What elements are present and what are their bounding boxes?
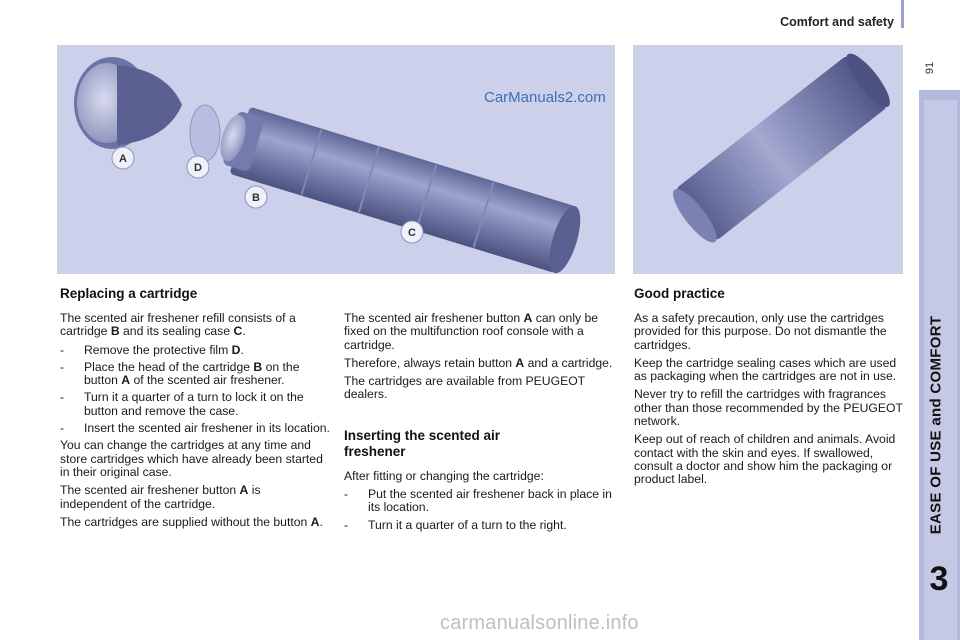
list-item-text: Place the head of the cartridge B on the…: [84, 359, 330, 388]
text: The cartridges are supplied without the …: [60, 514, 311, 529]
cartridge-illustration: A D B C: [57, 45, 615, 274]
svg-text:C: C: [408, 227, 416, 239]
text: of the scented air freshener.: [130, 373, 285, 388]
list-item-text: Put the scented air freshener back in pl…: [368, 487, 612, 515]
ref-b: B: [110, 324, 120, 339]
text: Therefore, always retain button: [344, 355, 516, 370]
paragraph-refill: The scented air freshener refill consist…: [60, 311, 330, 339]
bullet-dash: -: [344, 487, 349, 502]
text: can only be fixed on the multifunction r…: [344, 311, 599, 352]
text: Remove the protective film: [84, 342, 232, 357]
chapter-title-text: EASE OF USE and COMFORT: [927, 315, 945, 535]
column-replacing: Replacing a cartridge The scented air fr…: [60, 286, 330, 534]
paragraph-supplied: The cartridges are supplied without the …: [60, 514, 330, 529]
text: The scented air freshener button: [344, 311, 524, 325]
footer-watermark: carmanualsonline.info: [440, 612, 639, 634]
list-item-text: Turn it a quarter of a turn to the right…: [368, 517, 567, 532]
ref-b: B: [253, 359, 263, 374]
header-divider: [901, 0, 904, 28]
label-c-badge: C: [400, 220, 424, 244]
paragraph-retain: Therefore, always retain button A and a …: [344, 355, 616, 370]
paragraph-no-refill: Never try to refill the cartridges with …: [634, 387, 903, 429]
text: and its sealing case: [119, 324, 234, 339]
column-good-practice: Good practice As a safety precaution, on…: [634, 286, 906, 492]
heading-good-practice: Good practice: [634, 286, 725, 301]
paragraph-after-fitting: After fitting or changing the cartridge:: [344, 468, 544, 483]
text: on the button: [84, 359, 300, 388]
list-item-text: Turn it a quarter of a turn to lock it o…: [84, 390, 304, 418]
svg-text:D: D: [194, 162, 202, 174]
paragraph-independent: The scented air freshener button A is in…: [60, 484, 330, 511]
bullet-dash: -: [60, 421, 65, 436]
text: .: [242, 324, 246, 339]
label-a-badge: A: [111, 146, 135, 170]
list-item-text: Insert the scented air freshener in its …: [84, 421, 330, 436]
text: The scented air freshener button: [60, 483, 240, 498]
text: The scented air freshener refill consist…: [60, 311, 296, 339]
ref-a: A: [515, 355, 525, 370]
list-item: - Turn it a quarter of a turn to lock it …: [60, 391, 330, 418]
bullet-dash: -: [344, 517, 349, 532]
page-number: 91: [924, 61, 937, 75]
svg-text:B: B: [252, 192, 260, 204]
list-item-text: Remove the protective film D.: [84, 342, 330, 357]
ref-a: A: [310, 514, 320, 529]
paragraph-change: You can change the cartridges at any tim…: [60, 438, 323, 479]
paragraph-keep-cases: Keep the cartridge sealing cases which a…: [634, 355, 897, 384]
bullet-dash: -: [60, 342, 65, 357]
page-header-title: Comfort and safety: [780, 15, 894, 29]
text: .: [319, 514, 323, 529]
bullet-dash: -: [60, 359, 65, 374]
ref-a: A: [523, 311, 533, 325]
text: and a cartridge.: [524, 355, 613, 370]
svg-text:A: A: [119, 153, 127, 165]
sealing-case-drawing: [672, 53, 890, 243]
ref-c: C: [233, 324, 243, 339]
ref-a: A: [239, 483, 249, 498]
chapter-title: EASE OF USE and COMFORT: [906, 300, 960, 550]
label-d-badge: D: [186, 155, 210, 179]
paragraph-button-fixed: The scented air freshener button A can o…: [344, 311, 616, 352]
sealing-case-illustration: [633, 45, 903, 274]
label-b-badge: B: [244, 185, 268, 209]
text: Place the head of the cartridge: [84, 359, 254, 374]
paragraph-available: The cartridges are available from PEUGEO…: [344, 374, 585, 402]
column-inserting: The scented air freshener button A can o…: [344, 311, 616, 536]
heading-inserting: Inserting the scented air freshener: [344, 427, 501, 459]
ref-d: D: [231, 342, 241, 357]
list-item: - Remove the protective film D.: [60, 342, 330, 357]
list-item: - Place the head of the cartridge B on th…: [60, 359, 330, 388]
figure-watermark: CarManuals2.com: [484, 89, 606, 106]
paragraph-safety: As a safety precaution, only use the car…: [634, 311, 887, 352]
ref-a: A: [121, 373, 131, 388]
text: .: [240, 342, 244, 357]
chapter-side-tab-inner: [924, 100, 957, 640]
list-item: - Insert the scented air freshener in its…: [60, 421, 330, 436]
list-item: - Put the scented air freshener back in p…: [344, 488, 616, 515]
text: is independent of the cartridge.: [60, 483, 261, 511]
chapter-number: 3: [929, 560, 949, 598]
paragraph-children: Keep out of reach of children and animal…: [634, 432, 896, 487]
heading-replacing-cartridge: Replacing a cartridge: [60, 286, 198, 301]
list-item: - Turn it a quarter of a turn to the righ…: [344, 517, 616, 532]
bullet-dash: -: [60, 390, 65, 405]
cartridge-drawing: A D B C: [74, 57, 581, 274]
